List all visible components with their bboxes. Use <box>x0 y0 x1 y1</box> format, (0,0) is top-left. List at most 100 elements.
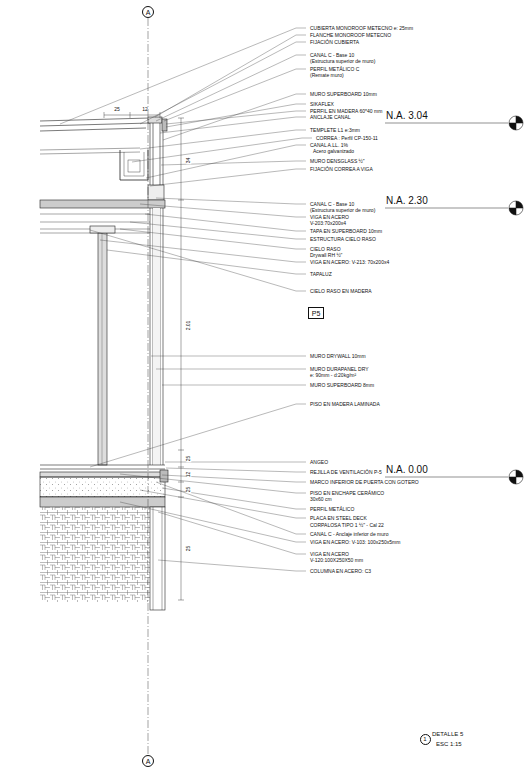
callout-text: TEMPLETE L1 e:3mm <box>310 128 360 133</box>
leader-line <box>158 560 306 571</box>
callout-text: Acero galvanizado <box>313 149 354 154</box>
grid-axis <box>148 18 149 755</box>
leader-line <box>166 104 306 127</box>
callout-text: CIELO RASO EN MADERA <box>310 289 372 294</box>
leader-line <box>158 512 306 554</box>
callout-text: 30x60 cm <box>310 497 332 502</box>
leader-line <box>156 482 306 534</box>
dimension-text: 12 <box>187 470 192 478</box>
callout-text: MURO DENSGLASS ½" <box>310 159 365 164</box>
leader-line <box>107 250 306 274</box>
callout-text: (Estructura superior de muro) <box>310 59 375 64</box>
leader-line <box>140 42 306 124</box>
leader-line <box>156 55 306 121</box>
grid-bubble: 1 <box>420 734 431 745</box>
node-label: 1 <box>423 736 426 742</box>
leader-line <box>146 145 306 178</box>
callout-text: e: 90mm - d:20kg/m² <box>310 373 356 378</box>
callout-text: PERFIL METÁLICO C <box>310 67 359 72</box>
callout-text: ESC 1:15 <box>436 741 462 747</box>
leader-line <box>162 488 306 509</box>
leader-line <box>166 111 306 124</box>
node-label: A <box>146 9 151 16</box>
callout-text: VIGA EN ACERO: V-213: 70x200x4 <box>310 260 389 265</box>
leader-line <box>156 369 306 370</box>
leader-line <box>100 240 306 262</box>
callout-text: COLUMNA EN ACERO: C3 <box>310 569 371 574</box>
leader-line <box>140 204 306 217</box>
callout-text: CIELO RASO <box>310 247 341 252</box>
grid-bubble: A <box>142 755 154 767</box>
leader-line <box>140 490 306 518</box>
callout-text: (Estructura superior de muro) <box>310 208 375 213</box>
leader-line <box>140 130 306 149</box>
leader-line <box>162 385 306 386</box>
callout-text: CORREA : Perfil CP-150-11 <box>316 136 378 141</box>
tag-box: P5 <box>308 307 325 319</box>
leader-line <box>150 169 306 186</box>
leader-line <box>155 35 306 117</box>
callout-text: VIGA EN ACERO: V-103: 100x250x5mm <box>310 540 400 545</box>
callout-text: MURO DRYWALL 10mm <box>310 354 366 359</box>
callout-text: PERFIL EN MADERA 60*40 mm <box>310 109 382 114</box>
callout-text: (Remate muro) <box>310 73 344 78</box>
callout-text: TAPALUZ <box>310 272 332 277</box>
callout-text: PERFIL METÁLICO <box>310 507 354 512</box>
node-label: A <box>146 758 151 765</box>
callout-text: DETALLE 5 <box>432 731 463 737</box>
callout-text: MARCO INFERIOR DE PUERTA CON GOTERO <box>310 480 419 485</box>
callout-text: ESTRUCTURA CIELO RASO <box>310 237 376 242</box>
callout-text: 25 <box>114 107 120 112</box>
level-label: N.A. 2.30 <box>386 196 428 206</box>
callout-text: 12 <box>142 107 148 112</box>
leader-line <box>151 356 306 357</box>
callout-text: VIGA EN ACERO <box>310 552 349 557</box>
dimension-text: 25 <box>187 454 192 462</box>
callout-text: Drywall RH ½" <box>310 253 342 258</box>
grid-bubble: A <box>142 6 154 18</box>
callout-text: CANAL C - Base 10 <box>310 53 354 58</box>
callout-text: CORPALOSA TIPO 1 ½" - Cal 22 <box>310 523 384 528</box>
level-label: N.A. 3.04 <box>386 111 428 121</box>
callout-text: PISO EN MADERA LAMINADA <box>310 402 380 407</box>
callout-text: MURO SUPERBOARD 8mm <box>310 383 374 388</box>
leader-line <box>90 230 306 291</box>
callout-text: ANGEO <box>310 460 328 465</box>
leader-line <box>90 404 306 467</box>
leader-line <box>145 214 306 231</box>
level-label: N.A. 0.00 <box>386 465 428 475</box>
leader-line <box>161 161 306 165</box>
leader-line <box>130 222 306 239</box>
callout-text: FIJACIÓN CUBIERTA <box>310 40 359 45</box>
dimension-text: 25 <box>187 544 192 552</box>
node-label: P5 <box>312 310 321 317</box>
callout-text: PISO EN ENCHAPE CERÁMICO <box>310 491 384 496</box>
callout-text: CANAL A.LL. 1% <box>310 143 348 148</box>
dimension-text: 34 <box>187 156 192 164</box>
callout-text: PLACA EN STEEL DECK <box>310 516 367 521</box>
leader-line <box>132 138 312 162</box>
leader-line <box>160 117 306 133</box>
callout-text: V-120:100X250X50 mm <box>310 558 363 563</box>
leader-line <box>60 28 306 124</box>
callout-text: REJILLA DE VENTILACIÓN P-5 <box>310 470 382 475</box>
leader-line <box>156 198 306 204</box>
callout-text: V-203:70x200x4 <box>310 221 346 226</box>
leader-line <box>164 69 306 121</box>
callout-text: CUBIERTA MONOROOF METECNO e: 25mm <box>310 26 413 31</box>
callout-text: CANAL C - Anclaje inferior de muro <box>310 532 388 537</box>
callout-text: MURO DURAPANEL DRY <box>310 367 369 372</box>
callout-text: FLANCHE MONOROOF METECNO <box>310 33 391 38</box>
callout-text: SIKAFLEX <box>310 102 334 107</box>
callout-text: FIJACIÓN CORREA A VIGA <box>310 167 373 172</box>
callout-text: TAPA EN SUPERBOARD 10mm <box>310 229 382 234</box>
callout-text: VIGA EN ACERO <box>310 215 349 220</box>
leader-line <box>163 94 306 140</box>
dimension-text: 25 <box>187 485 192 493</box>
callout-text: MURO SUPERBOARD 10mm <box>310 92 377 97</box>
callout-text: CANAL C - Base 10 <box>310 202 354 207</box>
dimension-text: 2.01 <box>186 319 191 331</box>
callout-text: ANCLAJE CANAL <box>310 115 351 120</box>
